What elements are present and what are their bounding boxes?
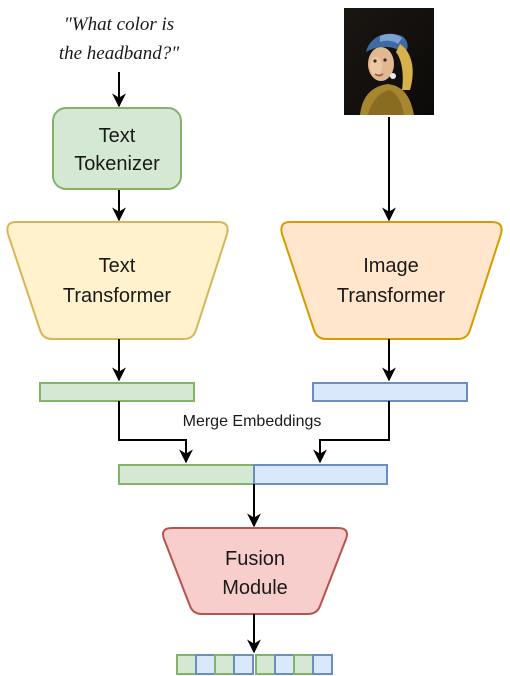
text-transformer-node: Text Transformer — [6, 221, 229, 340]
merge-embeddings-label: Merge Embeddings — [183, 413, 322, 430]
output-token — [233, 654, 254, 675]
output-token — [195, 654, 216, 675]
edge-image-merge — [313, 401, 390, 464]
image-embedding-bar — [312, 382, 468, 402]
output-token — [274, 654, 295, 675]
merged-embedding-bar — [118, 464, 388, 485]
output-token — [176, 654, 197, 675]
text-embedding-bar — [39, 382, 195, 402]
image-transformer-node: Image Transformer — [280, 221, 503, 340]
text-tokenizer-label-1: Text — [99, 125, 136, 147]
edge-text-merge — [118, 401, 193, 464]
question-line-2: the headband?" — [59, 43, 180, 64]
image-transformer-label-1: Image — [363, 255, 419, 277]
text-tokenizer-label-2: Tokenizer — [74, 153, 160, 175]
output-embedding-sequence — [176, 654, 333, 675]
image-transformer-label-2: Transformer — [337, 285, 446, 307]
output-token — [255, 654, 276, 675]
question-line-1: "What color is — [64, 14, 174, 35]
output-token — [312, 654, 333, 675]
fusion-module-label-2: Module — [222, 577, 288, 599]
text-transformer-label-1: Text — [99, 255, 136, 277]
input-image — [344, 8, 434, 115]
fusion-module-node: Fusion Module — [162, 527, 348, 615]
text-transformer-label-2: Transformer — [63, 285, 172, 307]
text-tokenizer-node: Text Tokenizer — [52, 107, 182, 190]
output-token — [214, 654, 235, 675]
output-token — [293, 654, 314, 675]
fusion-module-label-1: Fusion — [225, 548, 285, 570]
